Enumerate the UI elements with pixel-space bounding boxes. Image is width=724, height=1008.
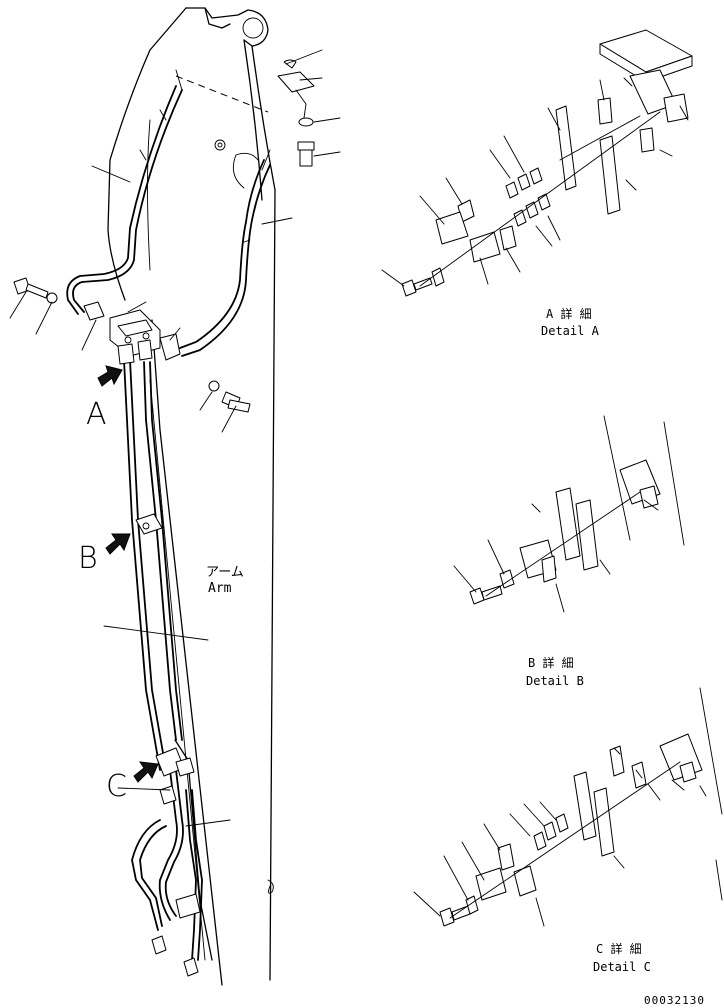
view-label-b: B [78, 541, 98, 576]
arm-body [107, 7, 276, 986]
top-clip [277, 59, 315, 167]
view-label-a: A [86, 397, 107, 432]
view-label-c: C [106, 769, 127, 804]
bolt-right [208, 380, 251, 413]
detail-b-title-en: Detail B [526, 674, 584, 688]
view-arrow-a: A [86, 365, 123, 432]
view-arrow-c: C [106, 761, 159, 804]
clamp-b [135, 513, 163, 535]
detail-c-drawing [413, 687, 723, 927]
detail-a-drawing [381, 29, 693, 297]
view-arrow-b: B [78, 533, 131, 576]
leader-lines-main [9, 49, 341, 827]
detail-b-title-jp: B 詳 細 [528, 655, 574, 670]
arm-label-jp: アーム [206, 565, 244, 580]
manifold-block [83, 301, 181, 365]
arm-label-en: Arm [208, 581, 232, 596]
detail-c-title-en: Detail C [593, 960, 651, 974]
hydraulic-pipes [66, 69, 271, 961]
bolt-left [13, 277, 58, 304]
drawing-number: 00032130 [644, 994, 705, 1007]
detail-c-title-jp: C 詳 細 [596, 941, 642, 956]
detail-b-drawing [453, 415, 685, 613]
detail-a-title-en: Detail A [541, 324, 600, 338]
clamp-c [151, 747, 201, 977]
detail-a-title-jp: A 詳 細 [546, 306, 592, 321]
